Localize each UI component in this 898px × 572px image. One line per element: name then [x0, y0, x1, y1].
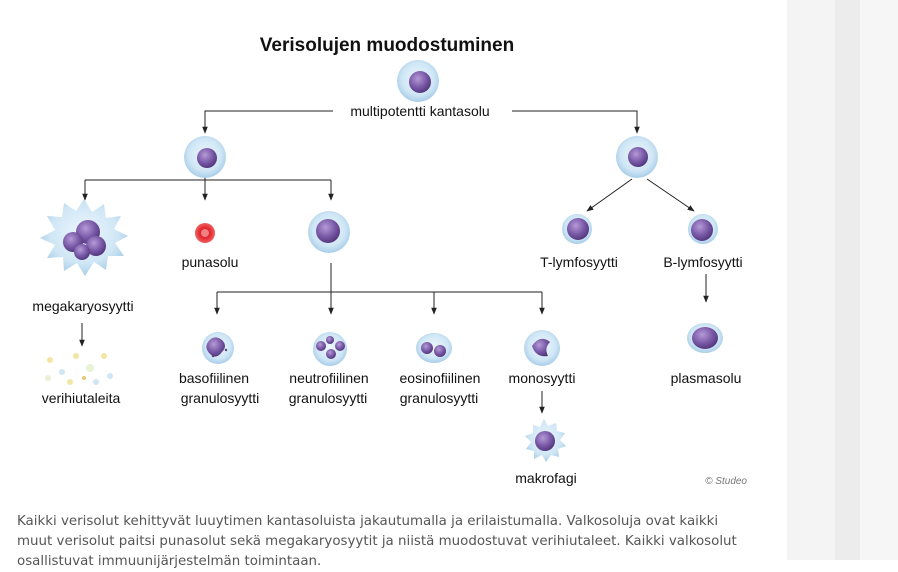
- label-neutrophil-line1: neutrofiilinen: [289, 370, 368, 386]
- figure-caption: Kaikki verisolut kehittyvät luuytimen ka…: [17, 514, 737, 569]
- label-monocyte: monosyytti: [509, 370, 576, 386]
- diagram-title: Verisolujen muodostuminen: [260, 35, 514, 56]
- b-lymphocyte-icon: [688, 214, 718, 244]
- eosinophil-icon: [416, 333, 452, 363]
- label-stem-cell: multipotentti kantasolu: [350, 103, 489, 119]
- image-credit: © Studeo: [705, 476, 747, 487]
- right-panel-edge: [860, 0, 898, 560]
- red-blood-cell-icon: [195, 223, 215, 243]
- label-plasma-cell: plasmasolu: [671, 370, 742, 386]
- label-b-lymphocyte: B-lymfosyytti: [663, 254, 742, 270]
- label-megakaryocyte: megakaryosyytti: [32, 298, 133, 314]
- right-panel-gutter: [835, 0, 860, 560]
- plasma-cell-icon: [687, 323, 723, 353]
- connector-lines: [79, 110, 709, 414]
- label-platelets: verihiutaleita: [42, 390, 121, 406]
- lymphoid-progenitor-icon: [616, 136, 658, 178]
- label-eosinophil-line2: granulosyytti: [400, 390, 479, 406]
- label-basophil-line1: basofiilinen: [179, 370, 249, 386]
- megakaryocyte-icon: [40, 199, 128, 276]
- myeloid-progenitor-icon: [184, 136, 226, 178]
- label-red-blood-cell: punasolu: [182, 254, 239, 270]
- basophil-icon: [202, 332, 234, 364]
- myeloblast-icon: [308, 211, 350, 253]
- stem-cell-icon: [397, 60, 439, 102]
- monocyte-icon: [524, 330, 560, 366]
- label-t-lymphocyte: T-lymfosyytti: [540, 254, 618, 270]
- blood-cell-formation-diagram: Verisolujen muodostuminen: [32, 35, 747, 487]
- platelets-icon: [45, 353, 113, 385]
- neutrophil-icon: [313, 332, 347, 366]
- label-macrophage: makrofagi: [515, 470, 576, 486]
- right-panel-strip: [787, 0, 835, 560]
- t-lymphocyte-icon: [562, 214, 592, 244]
- macrophage-icon: [525, 419, 566, 462]
- label-neutrophil-line2: granulosyytti: [289, 390, 368, 406]
- label-eosinophil-line1: eosinofiilinen: [400, 370, 481, 386]
- label-basophil-line2: granulosyytti: [181, 390, 260, 406]
